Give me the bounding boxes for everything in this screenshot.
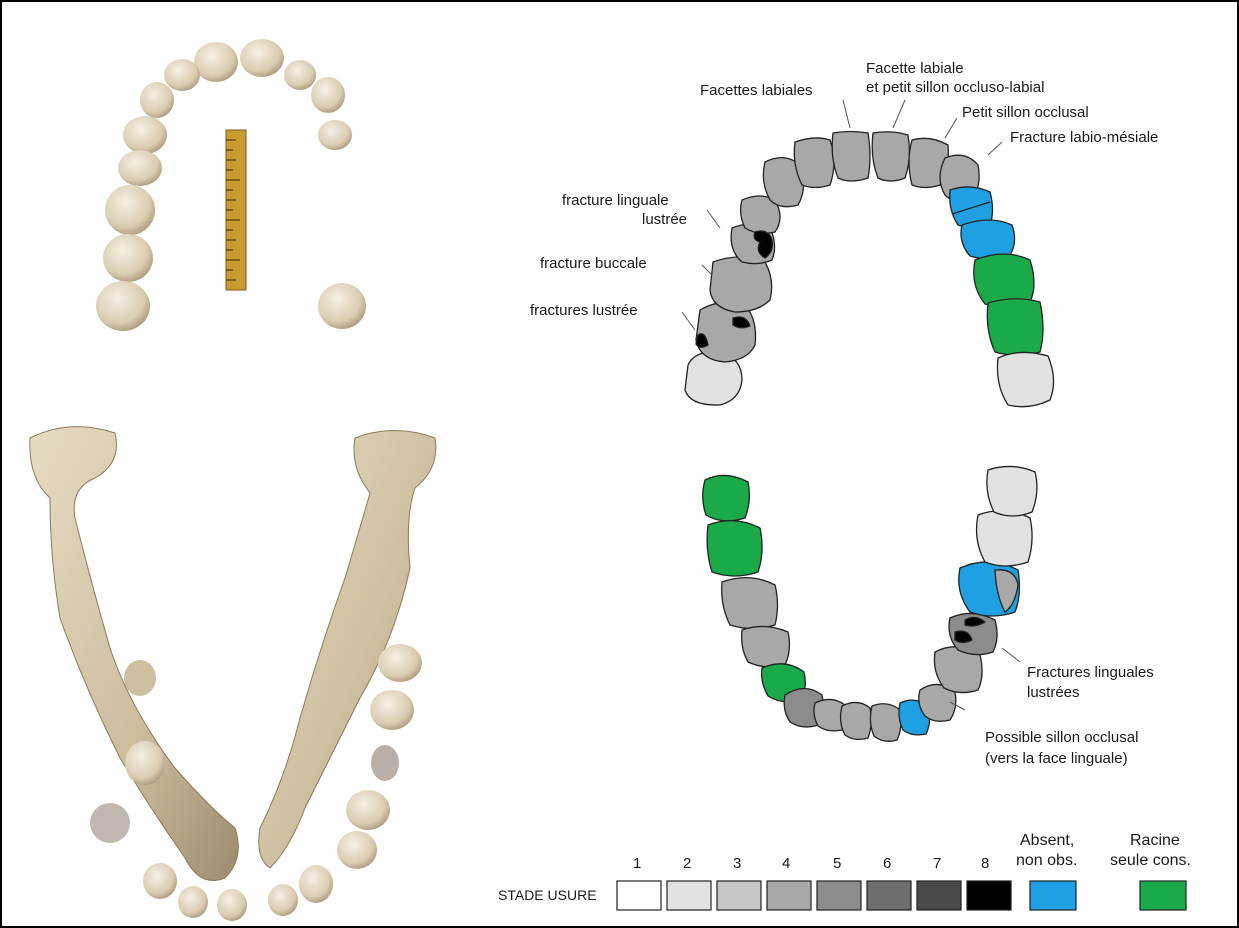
label-fractures-lustree: fractures lustrée bbox=[530, 302, 638, 319]
label-facettes-labiales: Facettes labiales bbox=[700, 82, 813, 99]
legend-swatch-6 bbox=[867, 881, 911, 910]
legend-swatch-7 bbox=[917, 881, 961, 910]
label-sillon-2: (vers la face linguale) bbox=[985, 750, 1128, 767]
label-fracture-linguale-2: lustrée bbox=[642, 211, 687, 228]
legend-label-1: 1 bbox=[633, 855, 641, 872]
label-fracture-labio-mesiale: Fracture labio-mésiale bbox=[1010, 129, 1158, 146]
lower-tooth-l-m2[interactable] bbox=[977, 511, 1033, 566]
upper-tooth-r-i1[interactable] bbox=[832, 132, 870, 182]
legend-swatch-5 bbox=[817, 881, 861, 910]
lower-annotations: Fractures linguales lustrées Possible si… bbox=[985, 664, 1154, 767]
legend-absent-2: non obs. bbox=[1016, 852, 1077, 869]
label-sillon-1: Possible sillon occlusal bbox=[985, 729, 1138, 746]
upper-tooth-l-m2[interactable] bbox=[987, 299, 1043, 355]
legend-label-8: 8 bbox=[981, 855, 989, 872]
lower-tooth-r-i1[interactable] bbox=[841, 702, 872, 739]
upper-tooth-l-i1[interactable] bbox=[872, 132, 909, 181]
lower-tooth-r-m1[interactable] bbox=[722, 578, 778, 629]
lower-tooth-l-m3[interactable] bbox=[987, 466, 1037, 516]
legend-swatch-1 bbox=[617, 881, 661, 910]
lower-arch bbox=[703, 466, 1037, 741]
label-fractures-linguales-1: Fractures linguales bbox=[1027, 664, 1154, 681]
lower-tooth-r-m2[interactable] bbox=[707, 521, 762, 576]
legend-swatch-absent bbox=[1030, 881, 1076, 910]
legend-label-5: 5 bbox=[833, 855, 841, 872]
label-fractures-linguales-2: lustrées bbox=[1027, 684, 1080, 701]
legend-swatch-2 bbox=[667, 881, 711, 910]
legend-label-2: 2 bbox=[683, 855, 691, 872]
upper-tooth-l-m3[interactable] bbox=[997, 352, 1053, 406]
label-petit-sillon: Petit sillon occlusal bbox=[962, 104, 1089, 121]
upper-tooth-r-m1[interactable] bbox=[710, 257, 772, 312]
legend-swatch-racine bbox=[1140, 881, 1186, 910]
legend-racine-1: Racine bbox=[1130, 832, 1180, 849]
legend-label-4: 4 bbox=[782, 855, 790, 872]
legend-label-3: 3 bbox=[733, 855, 741, 872]
legend-absent-1: Absent, bbox=[1020, 832, 1074, 849]
legend-stage-labels: 1 2 3 4 5 6 7 8 bbox=[633, 855, 989, 872]
legend-swatch-4 bbox=[767, 881, 811, 910]
wear-stage-legend: STADE USURE 1 2 3 4 5 6 7 8 Absent, non … bbox=[498, 832, 1191, 910]
lower-tooth-l-i1[interactable] bbox=[870, 704, 901, 742]
legend-racine-2: seule cons. bbox=[1110, 852, 1191, 869]
lower-tooth-r-pm2[interactable] bbox=[742, 626, 790, 666]
legend-swatches bbox=[617, 881, 1011, 910]
label-facette-labiale-1: Facette labiale bbox=[866, 60, 964, 77]
upper-tooth-l-pm2[interactable] bbox=[961, 220, 1015, 259]
label-fracture-buccale: fracture buccale bbox=[540, 255, 647, 272]
upper-annotations: Facettes labiales Facette labiale et pet… bbox=[530, 60, 1158, 319]
legend-title: STADE USURE bbox=[498, 887, 597, 903]
legend-swatch-8 bbox=[967, 881, 1011, 910]
label-fracture-linguale-1: fracture linguale bbox=[562, 192, 669, 209]
upper-tooth-r-i2[interactable] bbox=[794, 138, 834, 188]
legend-label-6: 6 bbox=[883, 855, 891, 872]
legend-label-7: 7 bbox=[933, 855, 941, 872]
label-facette-labiale-2: et petit sillon occluso-labial bbox=[866, 79, 1044, 96]
legend-swatch-3 bbox=[717, 881, 761, 910]
upper-arch bbox=[685, 132, 1054, 407]
lower-tooth-r-m3[interactable] bbox=[703, 475, 750, 520]
